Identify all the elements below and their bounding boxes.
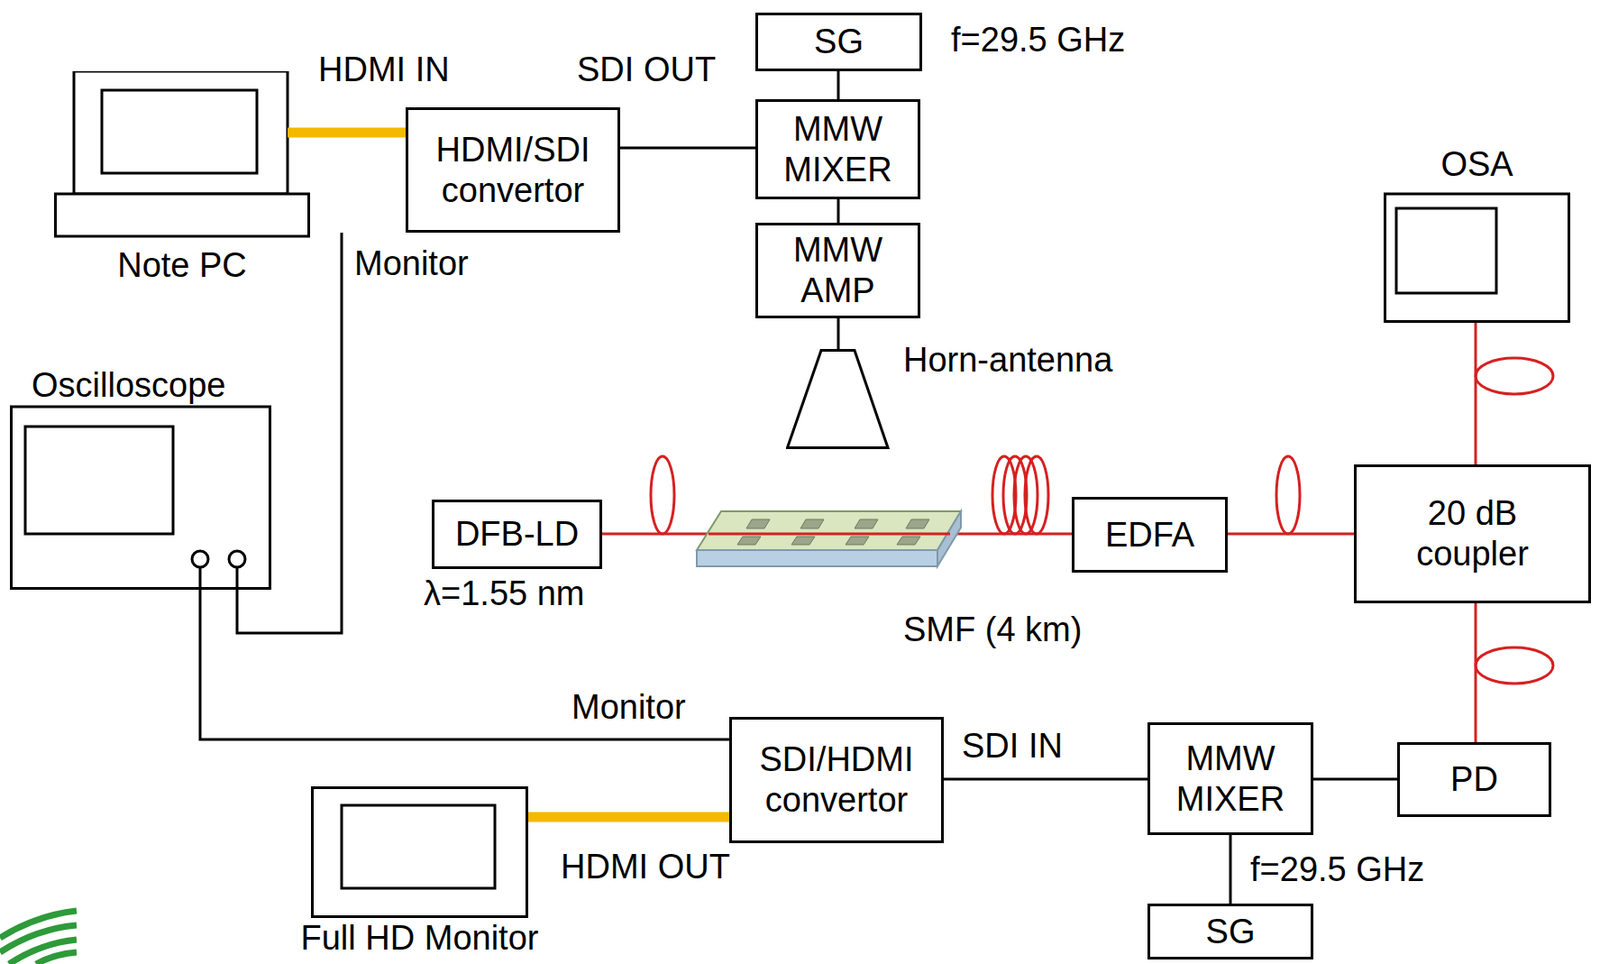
signal-label: HDMI OUT: [560, 848, 731, 887]
connector-line: [837, 318, 841, 349]
device-label: Horn-antenna: [903, 339, 1113, 381]
box-label: PD: [1450, 758, 1499, 800]
input-port: [228, 550, 246, 567]
connector: [1313, 778, 1398, 780]
connector: [838, 71, 840, 100]
connector-line: [620, 146, 756, 150]
laptop-base: [55, 193, 310, 237]
modulator-chip: [696, 511, 961, 567]
connector-line: [528, 812, 730, 823]
horn-antenna-shape: [787, 350, 889, 448]
device-label: Note PC: [54, 245, 311, 286]
port-wire: [236, 566, 239, 590]
connector-line: [1313, 777, 1398, 781]
signal-label: f=29.5 GHz: [1250, 850, 1425, 889]
device-box: MMW MIXER: [755, 99, 921, 200]
laptop-screen: [101, 90, 257, 174]
connector: [1475, 603, 1477, 742]
horn-device: Horn-antenna: [786, 348, 1174, 449]
device-box: PD: [1397, 741, 1552, 817]
connector-line: [943, 777, 1148, 781]
device-box: 20 dB coupler: [1353, 464, 1591, 604]
connector-line: [1474, 603, 1478, 742]
device-box: HDMI/SDI convertor: [405, 107, 621, 233]
signal-label: SMF (4 km): [903, 611, 1082, 650]
box-label: EDFA: [1105, 514, 1195, 556]
osa-screen: [1396, 208, 1497, 293]
signal-label: f=29.5 GHz: [950, 21, 1125, 60]
connector-line: [837, 199, 841, 223]
input-port: [192, 550, 209, 567]
box-label: SG: [1206, 911, 1256, 952]
connector: [528, 816, 730, 818]
signal-label: SDI OUT: [576, 51, 716, 90]
device-box: MMW MIXER: [1147, 722, 1314, 835]
box-label: MMW MIXER: [1162, 738, 1299, 820]
signal-label: HDMI IN: [318, 51, 450, 90]
connector: [838, 318, 840, 349]
device-label: Oscilloscope: [31, 365, 226, 406]
box-label: MMW MIXER: [770, 109, 906, 191]
connector: [620, 147, 756, 149]
connector-line: [1229, 834, 1233, 904]
device-box: SG: [1147, 903, 1314, 960]
connector-line: [837, 71, 841, 100]
box-label: MMW AMP: [770, 229, 906, 311]
connector: [1475, 322, 1477, 465]
device-box: SG: [755, 12, 923, 72]
device-label: OSA: [1383, 144, 1571, 185]
connector-line: [310, 128, 406, 138]
laptop-lid: [73, 71, 288, 194]
port-wire: [199, 566, 202, 590]
logo-fragment: [0, 910, 77, 964]
connector: [1230, 834, 1232, 904]
oscilloscope-housing: [11, 406, 271, 589]
connector: [943, 778, 1148, 780]
box-label: 20 dB coupler: [1396, 493, 1550, 575]
box-label: HDMI/SDI convertor: [418, 129, 608, 211]
monitor-housing: [312, 787, 528, 917]
signal-label: Monitor: [354, 245, 469, 284]
device-box: MMW AMP: [755, 222, 921, 319]
device-box: EDFA: [1071, 496, 1228, 573]
box-label: DFB-LD: [455, 513, 579, 555]
monitor-screen: [341, 804, 495, 888]
connector: [310, 132, 406, 134]
osa-device: OSA: [1383, 144, 1571, 323]
device-label: Full HD Monitor: [238, 919, 601, 958]
device-box: SDI/HDMI convertor: [729, 716, 944, 843]
hdmi-cable-stub: [287, 128, 311, 138]
signal-label: Monitor: [571, 688, 686, 727]
signal-label: SDI IN: [961, 727, 1063, 766]
box-label: SDI/HDMI convertor: [741, 739, 932, 821]
connector: [838, 199, 840, 223]
osa-housing: [1385, 193, 1570, 322]
scope-device: Oscilloscope: [9, 365, 272, 590]
connector-line: [1474, 322, 1478, 465]
device-box: DFB-LD: [431, 499, 603, 569]
box-label: SG: [813, 21, 864, 63]
oscilloscope-screen: [25, 426, 174, 534]
signal-label: λ=1.55 nm: [423, 575, 586, 613]
mon-device: Full HD Monitor: [310, 786, 529, 958]
pc-device: Note PC: [54, 71, 311, 288]
